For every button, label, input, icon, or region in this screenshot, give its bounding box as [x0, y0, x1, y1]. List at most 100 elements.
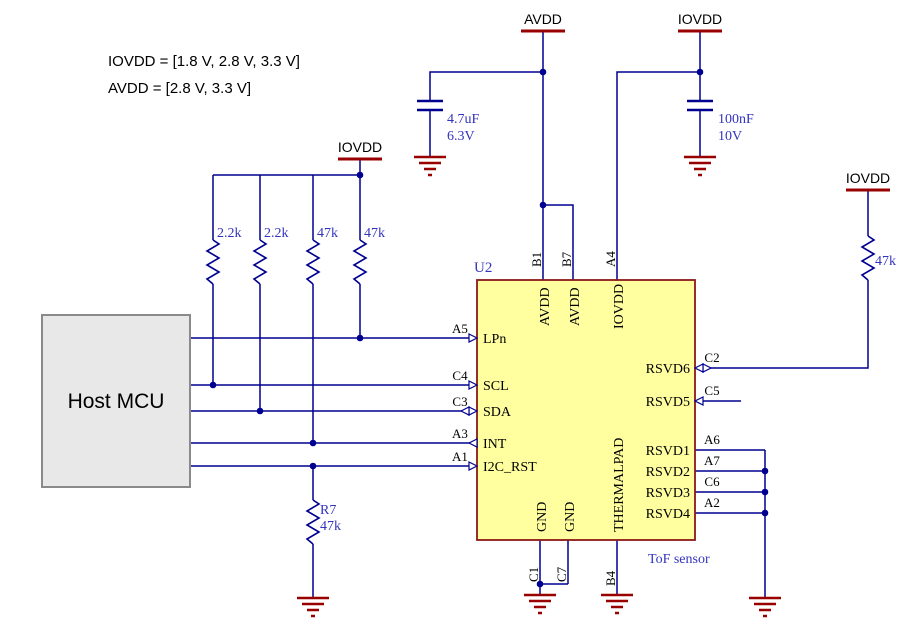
resistor-rsvd6-pullup [860, 235, 876, 281]
host-mcu-label: Host MCU [68, 390, 165, 413]
resistors [205, 235, 876, 545]
junction-dot [761, 467, 769, 475]
junction-dot [761, 488, 769, 496]
iovdd-net-label: IOVDD [338, 139, 382, 155]
net-rsvd6-wire [695, 190, 869, 369]
wires [190, 31, 869, 598]
u2-description: ToF sensor [648, 552, 710, 567]
resistor-r7 [305, 499, 321, 545]
junction-dot [209, 381, 217, 389]
resistor-pullup-lpn [352, 239, 368, 285]
capacitor-icon [687, 99, 713, 112]
pin-name-rsvd5: RSVD5 [646, 395, 690, 410]
pin-name-lpn: LPn [483, 332, 506, 347]
pin-designator-a6: A6 [704, 432, 720, 447]
cap-iovdd-voltage: 10V [718, 129, 742, 144]
pin-designator-c3: C3 [452, 394, 467, 409]
junction-dot [539, 201, 547, 209]
pin-name-gnd-c1: GND [535, 502, 550, 532]
capacitor-icon [417, 99, 443, 112]
pin-designator-a4: A4 [603, 251, 618, 267]
junction-dot [696, 68, 704, 76]
cap-avdd-voltage: 6.3V [447, 129, 475, 144]
u2-refdes: U2 [474, 260, 492, 276]
capacitor-avdd [417, 99, 443, 112]
pin-designator-c4: C4 [452, 368, 468, 383]
port-arrow-icon [468, 333, 479, 343]
pin-designator-c7: C7 [554, 566, 569, 582]
net-scl-wire [190, 284, 477, 386]
pin-name-avdd-b7: AVDD [568, 287, 583, 326]
pin-name-rsvd4: RSVD4 [646, 507, 690, 522]
power-ports [338, 29, 890, 192]
ground-icon [297, 596, 329, 618]
resistor-pullup-int [305, 239, 321, 285]
pin-designator-a1: A1 [452, 449, 468, 464]
note-avdd-range: AVDD = [2.8 V, 3.3 V] [108, 80, 251, 97]
net-i2c-rst-wire [190, 465, 477, 500]
port-arrow-icon [468, 461, 479, 471]
pin-designator-a5: A5 [452, 321, 468, 336]
net-rsvd1-4-wire [695, 449, 766, 598]
note-iovdd-range: IOVDD = [1.8 V, 2.8 V, 3.3 V] [108, 53, 300, 70]
ground-icon [524, 593, 556, 615]
port-arrow-icon [459, 406, 470, 416]
port-arrow-icon [468, 406, 479, 416]
ground-icon [601, 593, 633, 615]
junction-dot [356, 334, 364, 342]
pin-designator-b1: B1 [529, 252, 544, 267]
pin-name-i2c-rst: I2C_RST [483, 460, 537, 475]
junction-dot [309, 439, 317, 447]
pin-name-thermalpad: THERMALPAD [612, 438, 627, 532]
labels: IOVDD = [1.8 V, 2.8 V, 3.3 V] AVDD = [2.… [68, 11, 896, 586]
pin-name-gnd-c7: GND [563, 502, 578, 532]
capacitor-iovdd [687, 99, 713, 112]
u2-body [476, 279, 696, 541]
pin-name-iovdd-a4: IOVDD [612, 284, 627, 329]
pin-designator-a2: A2 [704, 495, 720, 510]
pin-name-scl: SCL [483, 379, 509, 394]
net-iovdd-top-wire [616, 31, 701, 280]
pin-designator-a7: A7 [704, 453, 720, 468]
pin-designator-c5: C5 [704, 383, 719, 398]
resistor-value: 47k [875, 254, 896, 269]
ground-icon [684, 155, 716, 177]
net-iovdd-rail-wire [212, 159, 361, 240]
ground-icon [414, 155, 446, 177]
avdd-net-label: AVDD [524, 11, 562, 27]
pin-name-avdd-b1: AVDD [538, 287, 553, 326]
junction-dot [539, 68, 547, 76]
pin-designator-b7: B7 [559, 251, 574, 267]
cap-avdd-value: 4.7uF [447, 112, 480, 127]
junction-dots [209, 68, 769, 588]
resistor-pullup-scl [205, 239, 221, 285]
pin-name-rsvd3: RSVD3 [646, 486, 690, 501]
pin-name-sda: SDA [483, 405, 512, 420]
pin-designator-c1: C1 [526, 567, 541, 582]
port-arrow-icon [702, 363, 713, 373]
pin-designator-c2: C2 [704, 350, 719, 365]
ground-symbols [297, 155, 781, 618]
net-gnd-bottom-wire [539, 540, 618, 595]
pin-name-rsvd1: RSVD1 [646, 444, 690, 459]
port-arrow-icon [468, 380, 479, 390]
net-lpn-wire [190, 284, 477, 339]
junction-dot [761, 509, 769, 517]
r7-value: 47k [320, 519, 341, 534]
port-arrow-icon [693, 396, 704, 406]
junction-dot [309, 462, 317, 470]
pin-designator-a3: A3 [452, 426, 468, 441]
port-arrow-icon [467, 438, 478, 448]
junction-dot [536, 580, 544, 588]
pin-direction-arrows [459, 333, 713, 471]
resistor-value: 2.2k [264, 226, 289, 241]
pin-name-rsvd2: RSVD2 [646, 465, 690, 480]
r7-refdes: R7 [320, 503, 336, 518]
junction-dot [356, 171, 364, 179]
ground-icon [749, 596, 781, 618]
resistor-value: 47k [364, 226, 385, 241]
resistor-value: 47k [317, 226, 338, 241]
net-sda-wire [190, 284, 477, 412]
iovdd-net-label: IOVDD [846, 170, 890, 186]
